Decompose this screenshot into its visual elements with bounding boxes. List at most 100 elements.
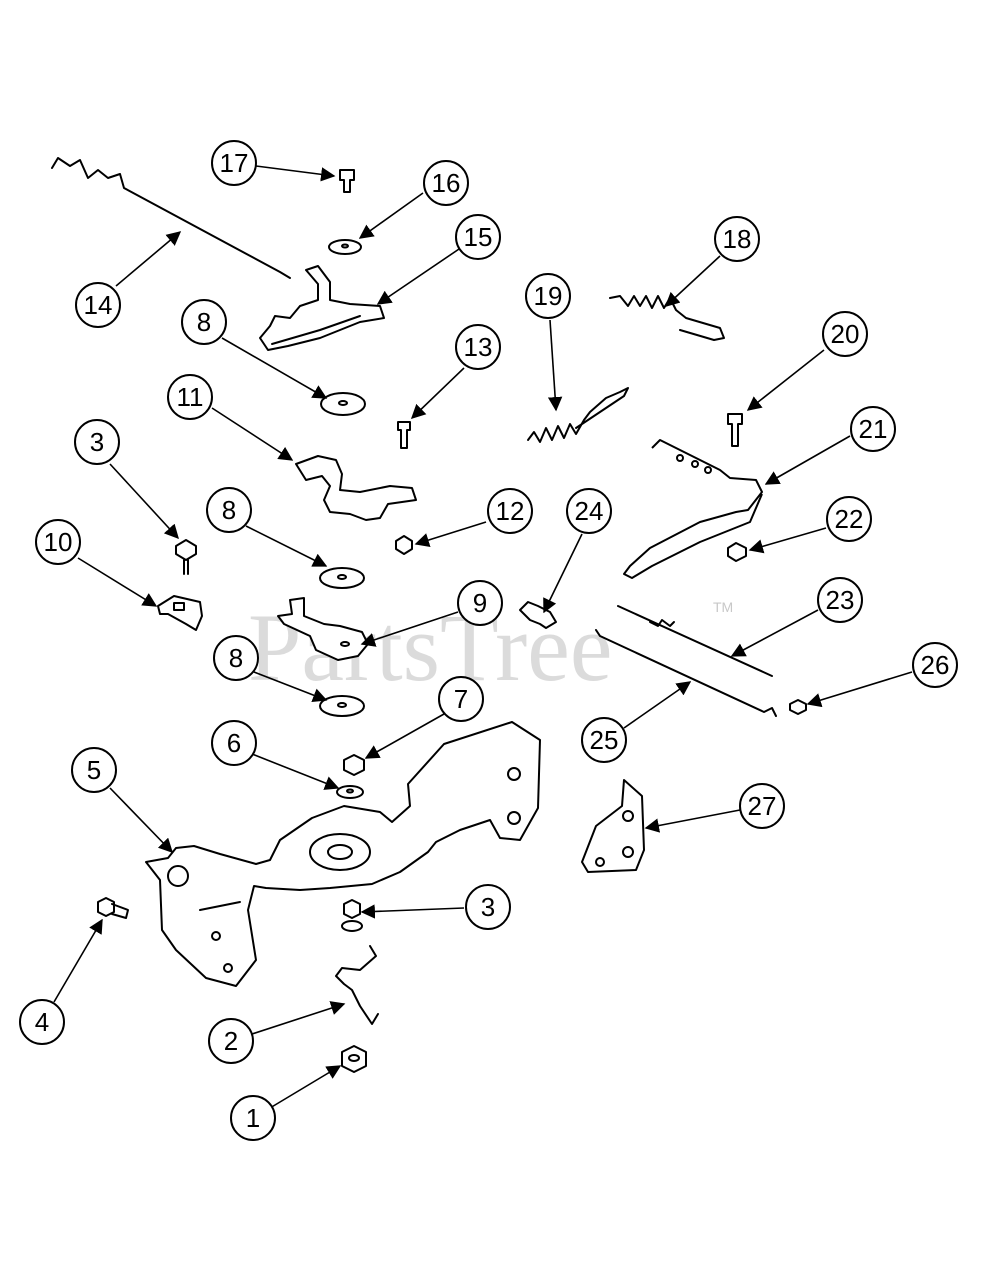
callout-1-label: 1: [246, 1103, 260, 1133]
callout-24: 24: [566, 488, 612, 534]
callout-13: 13: [455, 324, 501, 370]
leader-13: [410, 367, 465, 419]
leader-4: [53, 918, 103, 1003]
leader-27: [644, 809, 741, 833]
part-20-screw: [727, 413, 743, 447]
callout-14: 14: [75, 282, 121, 328]
part-10-clip: [157, 595, 203, 631]
callout-2: 2: [208, 1018, 254, 1064]
part-22-nut: [727, 542, 747, 562]
callout-23: 23: [817, 577, 863, 623]
part-21-bracket: [623, 439, 763, 579]
callout-2-label: 2: [224, 1026, 238, 1056]
callout-1: 1: [230, 1095, 276, 1141]
callout-12: 12: [487, 488, 533, 534]
part-6-washer: [336, 785, 364, 799]
part-16-washer: [328, 239, 362, 255]
callout-13-label: 13: [464, 332, 493, 362]
leader-6: [251, 753, 340, 790]
leader-lines: [53, 165, 913, 1109]
leader-15: [376, 246, 463, 305]
callout-22-label: 22: [835, 504, 864, 534]
callout-3-low-label: 3: [481, 892, 495, 922]
leader-2: [251, 1001, 346, 1035]
part-18-spring: [609, 295, 725, 341]
callout-15: 15: [455, 214, 501, 260]
leader-23: [730, 609, 819, 657]
part-7-nut: [343, 754, 365, 776]
callout-10: 10: [35, 519, 81, 565]
leader-8a: [221, 337, 328, 399]
callout-19-label: 19: [534, 281, 563, 311]
part-3-bolt-b: [341, 899, 363, 932]
leader-24: [543, 533, 583, 614]
callout-11: 11: [167, 374, 213, 420]
leader-8b: [245, 525, 328, 567]
leader-12: [414, 521, 487, 547]
callout-8-top-label: 8: [197, 307, 211, 337]
callout-6-label: 6: [227, 728, 241, 758]
callout-26: 26: [912, 642, 958, 688]
callout-6: 6: [211, 720, 257, 766]
callout-4-label: 4: [35, 1007, 49, 1037]
leader-22: [748, 527, 827, 554]
leader-1: [269, 1065, 342, 1109]
callout-10-label: 10: [44, 527, 73, 557]
part-27-plate: [581, 779, 645, 873]
callout-7: 7: [438, 676, 484, 722]
leader-17: [255, 165, 336, 182]
part-13-screw: [397, 421, 411, 449]
part-3-bolt-a: [175, 539, 197, 575]
callout-21: 21: [850, 406, 896, 452]
leader-8c: [253, 671, 328, 703]
part-25-rod: [595, 629, 777, 717]
callout-25: 25: [581, 717, 627, 763]
callout-14-label: 14: [84, 290, 113, 320]
part-1-nut: [341, 1045, 367, 1073]
callout-27: 27: [739, 783, 785, 829]
leader-3b: [360, 904, 465, 919]
callout-20-label: 20: [831, 319, 860, 349]
callout-22: 22: [826, 496, 872, 542]
leader-3a: [109, 463, 179, 540]
part-2-spring: [335, 945, 379, 1025]
part-19-spring: [527, 387, 629, 443]
part-5-bracket-plate: [145, 721, 541, 987]
leader-19: [547, 319, 563, 412]
callout-24-label: 24: [575, 496, 604, 526]
callout-5: 5: [71, 747, 117, 793]
callout-16: 16: [423, 160, 469, 206]
leader-26: [806, 671, 913, 708]
callout-12-label: 12: [496, 496, 525, 526]
callout-26-label: 26: [921, 650, 950, 680]
callout-8-low: 8: [213, 635, 259, 681]
part-23-cable: [617, 605, 773, 677]
leader-16: [358, 192, 424, 239]
callout-17: 17: [211, 140, 257, 186]
callout-8-mid: 8: [206, 487, 252, 533]
callout-19: 19: [525, 273, 571, 319]
leader-11: [211, 407, 294, 461]
leader-21: [764, 435, 851, 485]
part-8-washer-c: [319, 695, 365, 717]
leader-14: [115, 231, 182, 287]
callout-8-mid-label: 8: [222, 495, 236, 525]
leader-5: [109, 787, 174, 854]
callout-17-label: 17: [220, 148, 249, 178]
leader-10: [77, 557, 158, 607]
callout-18-label: 18: [723, 224, 752, 254]
part-9-lever: [277, 597, 369, 661]
callout-27-label: 27: [748, 791, 777, 821]
part-12-nut: [395, 535, 413, 555]
part-8-washer-a: [320, 392, 366, 416]
callout-8-top: 8: [181, 299, 227, 345]
leader-20: [746, 349, 825, 411]
callout-4: 4: [19, 999, 65, 1045]
callout-7-label: 7: [454, 684, 468, 714]
callout-8-low-label: 8: [229, 643, 243, 673]
leader-25: [623, 681, 692, 729]
callout-3-top-label: 3: [90, 427, 104, 457]
callout-20: 20: [822, 311, 868, 357]
callout-23-label: 23: [826, 585, 855, 615]
